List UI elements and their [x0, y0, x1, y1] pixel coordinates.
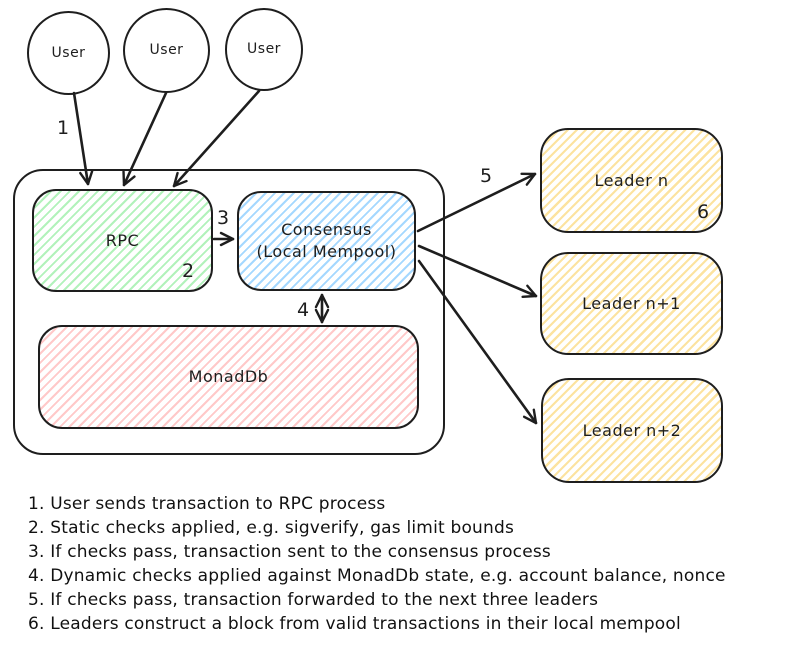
user-node-2-label: User — [149, 42, 184, 59]
user-node-2: User — [123, 8, 210, 93]
step-marker-6: 6 — [696, 201, 710, 223]
note-line-3: 3. If checks pass, transaction sent to t… — [28, 542, 551, 562]
note-line-6: 6. Leaders construct a block from valid … — [28, 614, 681, 634]
node-leader-n1: Leader n+1 — [540, 252, 723, 355]
step-marker-2: 2 — [181, 260, 195, 282]
note-line-4: 4. Dynamic checks applied against MonadD… — [28, 566, 726, 586]
flow-notes: 1. User sends transaction to RPC process… — [28, 492, 726, 636]
step-marker-1: 1 — [56, 117, 70, 139]
node-leader-n: Leader n — [540, 128, 723, 233]
note-line-1: 1. User sends transaction to RPC process — [28, 494, 386, 514]
node-monaddb-label: MonadDb — [188, 367, 269, 387]
user-node-1-label: User — [51, 44, 86, 61]
step-marker-3: 3 — [216, 207, 230, 229]
node-consensus-sublabel: (Local Mempool) — [256, 242, 397, 261]
node-leader-n1-label: Leader n+1 — [582, 293, 681, 313]
node-monaddb: MonadDb — [38, 325, 419, 429]
node-consensus-label: Consensus — [281, 220, 372, 240]
user-node-1: User — [27, 11, 110, 95]
node-leader-n2-label: Leader n+2 — [582, 420, 682, 440]
node-leader-n2: Leader n+2 — [541, 378, 723, 483]
node-rpc-label: RPC — [105, 230, 140, 250]
node-leader-n-label: Leader n — [594, 170, 669, 190]
node-consensus: Consensus (Local Mempool) — [237, 191, 416, 291]
user-node-3-label: User — [247, 41, 281, 58]
step-marker-5: 5 — [479, 165, 493, 187]
note-line-2: 2. Static checks applied, e.g. sigverify… — [28, 518, 515, 538]
user-node-3: User — [225, 8, 303, 91]
step-marker-4: 4 — [296, 299, 310, 321]
node-rpc: RPC — [32, 189, 213, 292]
note-line-5: 5. If checks pass, transaction forwarded… — [28, 590, 599, 610]
